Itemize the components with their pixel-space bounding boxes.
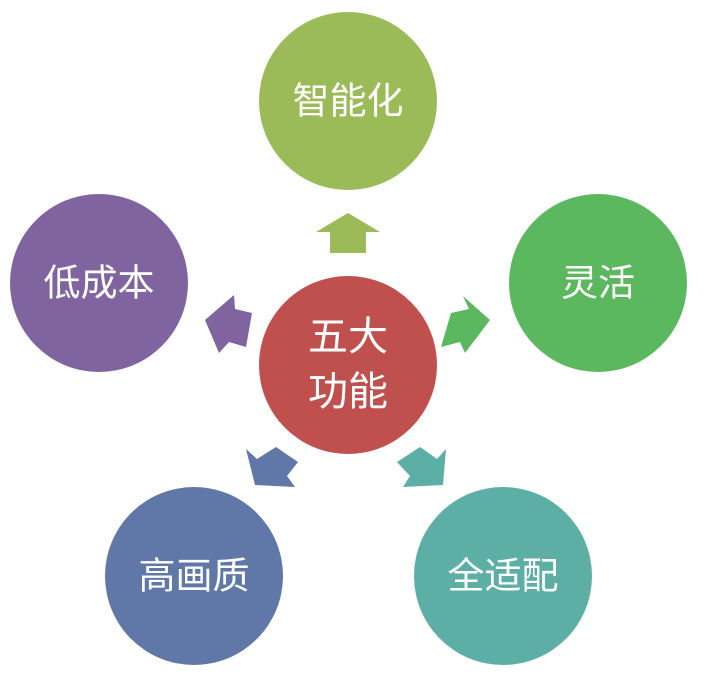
arrow-up-icon [316, 213, 380, 253]
center-node-circle [259, 276, 437, 454]
node-flexible-circle [509, 194, 687, 372]
arrow-lower-right-icon [397, 447, 446, 487]
node-high-quality-label: 高画质 [139, 555, 250, 598]
node-low-cost: 低成本 [10, 194, 188, 372]
node-full-adaptation-label: 全适配 [448, 555, 559, 598]
node-low-cost-label: 低成本 [44, 262, 155, 305]
arrow-upper-right-icon [441, 296, 490, 353]
arrow-to-high-quality [246, 447, 298, 487]
node-intelligent-circle [259, 12, 437, 190]
arrow-lower-left-icon [246, 447, 298, 487]
arrow-to-flexible [441, 296, 490, 353]
node-intelligent-label: 智能化 [293, 80, 404, 123]
arrow-to-full-adaptation [397, 447, 446, 487]
node-intelligent: 智能化 [259, 12, 437, 190]
node-high-quality-circle [105, 487, 283, 665]
arrow-to-intelligent [316, 213, 380, 253]
node-flexible: 灵活 [509, 194, 687, 372]
node-low-cost-circle [10, 194, 188, 372]
node-high-quality: 高画质 [105, 487, 283, 665]
center-node-line1: 五大 [308, 314, 388, 360]
arrow-upper-left-icon [205, 295, 252, 353]
node-flexible-label: 灵活 [561, 262, 635, 305]
node-full-adaptation: 全适配 [414, 487, 592, 665]
node-full-adaptation-circle [414, 487, 592, 665]
arrow-to-low-cost [205, 295, 252, 353]
center-node: 五大 功能 [259, 276, 437, 454]
center-node-line2: 功能 [308, 369, 388, 415]
